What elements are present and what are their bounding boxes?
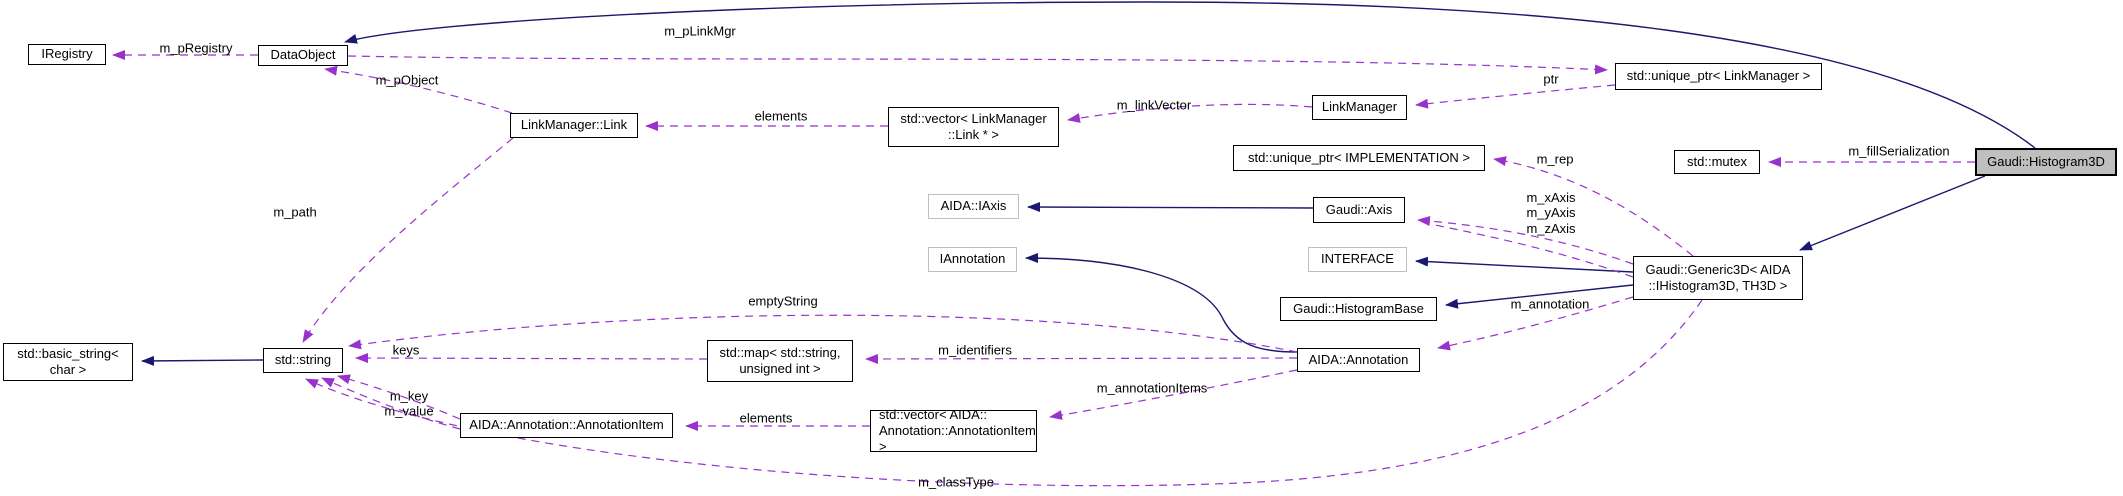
edge-label-keys: keys [392, 342, 420, 358]
edge-annotation-iannotation [1025, 253, 1298, 353]
edge-m-axes-2 [1429, 223, 1634, 278]
edge-string-basicstring [141, 355, 264, 366]
class-node-gaudi-generic3d[interactable]: Gaudi::Generic3D< AIDA ::IHistogram3D, T… [1633, 256, 1803, 300]
edge-label-elements-top: elements [754, 108, 808, 124]
class-node-vector-annotation-item[interactable]: std::vector< AIDA:: Annotation::Annotati… [870, 407, 1037, 454]
class-node-std-map[interactable]: std::map< std::string, unsigned int > [707, 340, 853, 382]
class-node-std-basic-string[interactable]: std::basic_string< char > [3, 343, 133, 381]
edge-m-value [321, 377, 461, 430]
edge-label-m-fillserialization: m_fillSerialization [1848, 143, 1950, 159]
edge-label-m-key-m-value: m_key m_value [384, 388, 434, 419]
edge-m-pobject [324, 65, 513, 114]
edge-generic3d-interface [1415, 256, 1634, 273]
edge-m-identifiers [865, 353, 1298, 364]
edge-label-m-annotation: m_annotation [1510, 296, 1590, 312]
edge-histogram3d-dataobject [344, 1, 2036, 149]
edge-m-classtype [305, 299, 1703, 487]
edge-label-m-pregistry: m_pRegistry [159, 40, 233, 56]
class-node-interface: INTERFACE [1308, 247, 1407, 272]
class-node-linkmanager[interactable]: LinkManager [1312, 95, 1407, 120]
edge-label-m-path: m_path [273, 204, 317, 220]
class-node-annotation-item[interactable]: AIDA::Annotation::AnnotationItem [460, 413, 673, 438]
edge-ptr [1415, 84, 1616, 109]
edge-label-m-linkvector: m_linkVector [1116, 97, 1192, 113]
edge-emptystring [348, 314, 1298, 353]
class-node-gaudi-axis[interactable]: Gaudi::Axis [1313, 197, 1405, 223]
edge-label-elements-bottom: elements [739, 410, 793, 426]
edge-label-m-plinkmgr: m_pLinkMgr [664, 23, 736, 39]
edge-label-m-pobject: m_pObject [375, 72, 439, 88]
edge-m-axes-1 [1417, 216, 1634, 265]
class-node-iregistry[interactable]: IRegistry [28, 44, 106, 65]
edge-m-key [337, 374, 461, 420]
edge-m-path [302, 137, 514, 343]
edge-m-annotation [1437, 296, 1634, 351]
edge-label-m-annotationitems: m_annotationItems [1096, 380, 1208, 396]
edge-label-emptystring: emptyString [748, 293, 818, 309]
class-node-aida-annotation[interactable]: AIDA::Annotation [1297, 348, 1420, 372]
class-node-vector-linkmanager-link[interactable]: std::vector< LinkManager ::Link * > [888, 107, 1059, 147]
class-node-linkmanager-link[interactable]: LinkManager::Link [510, 113, 638, 138]
class-node-std-string[interactable]: std::string [263, 348, 343, 373]
class-node-unique-ptr-linkmanager[interactable]: std::unique_ptr< LinkManager > [1615, 63, 1822, 90]
class-node-unique-ptr-implementation[interactable]: std::unique_ptr< IMPLEMENTATION > [1233, 145, 1485, 171]
class-node-iannotation: IAnnotation [928, 247, 1017, 272]
class-node-gaudi-histogrambase[interactable]: Gaudi::HistogramBase [1280, 297, 1437, 321]
edge-label-m-classtype: m_classType [918, 474, 994, 490]
class-node-dataobject[interactable]: DataObject [258, 45, 348, 66]
edge-label-ptr: ptr [1543, 71, 1559, 87]
edge-histogram3d-generic3d [1799, 175, 1986, 251]
edge-m-plinkmgr [347, 55, 1608, 75]
edge-keys [355, 353, 708, 364]
edge-m-rep [1493, 156, 1694, 257]
edge-axis-iaxis [1027, 202, 1314, 213]
class-node-aida-iaxis: AIDA::IAxis [928, 194, 1019, 219]
edge-generic3d-histogrambase [1445, 284, 1634, 309]
edge-m-linkvector [1067, 103, 1313, 123]
edge-m-annotationitems [1049, 369, 1298, 420]
class-node-std-mutex[interactable]: std::mutex [1674, 150, 1760, 174]
edge-label-m-identifiers: m_identifiers [938, 342, 1012, 358]
class-node-gaudi-histogram3d: Gaudi::Histogram3D [1975, 148, 2117, 176]
edge-label-m-rep: m_rep [1536, 151, 1574, 167]
edge-label-m-axes: m_xAxis m_yAxis m_zAxis [1526, 190, 1576, 236]
